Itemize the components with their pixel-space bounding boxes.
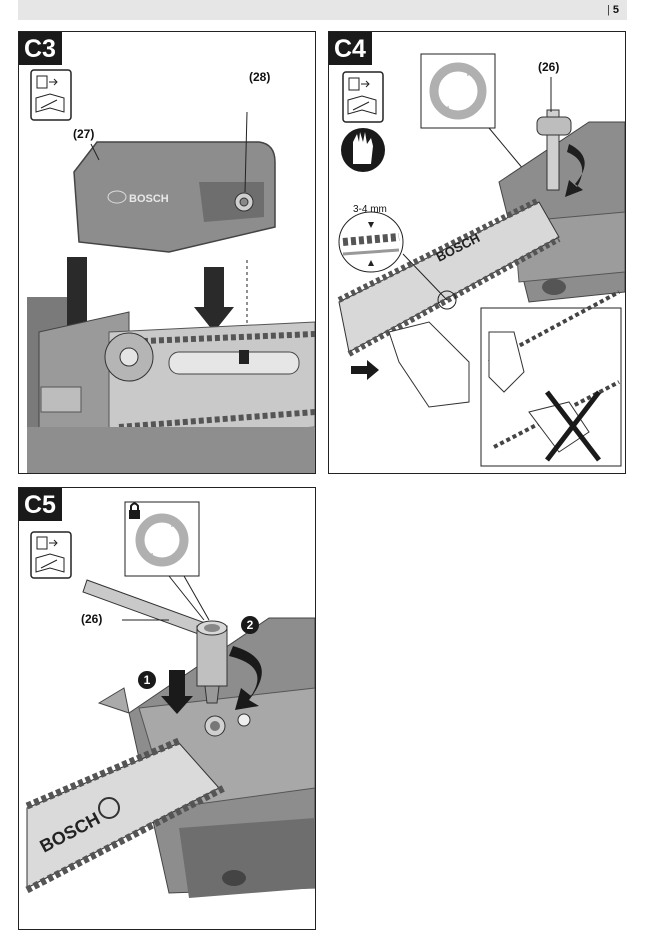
rotate-arrows-icon [420, 53, 496, 129]
step-1-text: 1 [144, 673, 151, 687]
guide-bar [25, 737, 226, 894]
arrow-down-icon [161, 670, 193, 714]
header-bar [18, 0, 627, 20]
callout-28: (28) [249, 70, 271, 84]
step-1-marker [138, 671, 156, 689]
lock-icon [129, 502, 140, 519]
chain-tension-magnifier [338, 211, 457, 310]
c3-illustration: BOSCH [27, 69, 315, 473]
hand-illustration [388, 321, 470, 408]
callout-26: (26) [81, 612, 103, 626]
panel-c5: 1 2 BOSCH C5 (26) [18, 487, 316, 930]
manual-read-icon [342, 71, 384, 123]
step-2-text: 2 [247, 618, 254, 632]
rotate-arrows-icon [124, 501, 200, 577]
manual-read-icon [30, 69, 72, 121]
prohibited-cross-icon [545, 390, 601, 462]
panel-label-c4: C4 [329, 32, 372, 65]
incorrect-handling-inset [480, 290, 622, 467]
panel-label-c5: C5 [19, 488, 62, 521]
c3-brand: BOSCH [129, 193, 169, 205]
step-2-marker [241, 616, 259, 634]
callout-26: (26) [538, 60, 560, 74]
chain-tension-text: 3-4 mm [353, 204, 387, 215]
rotate-arrow-icon [229, 646, 262, 710]
wrench-icon [536, 109, 585, 197]
panel-c3: BOSCH C3 (27) (28) [18, 31, 316, 474]
wrench-icon [82, 579, 228, 704]
saw-body [27, 297, 315, 473]
gloves-icon [341, 128, 385, 172]
guide-bar [337, 197, 561, 357]
page-number: |5 [607, 4, 619, 16]
panel-label-c3: C3 [19, 32, 62, 65]
manual-read-icon [30, 531, 72, 579]
chain-cover [73, 141, 276, 253]
arrow-right-icon [351, 360, 379, 380]
callout-27: (27) [73, 127, 95, 141]
c4-illustration: BOSCH [337, 53, 625, 467]
panel-c4: BOSCH C4 [328, 31, 626, 474]
c5-illustration: 1 2 BOSCH [25, 501, 315, 898]
